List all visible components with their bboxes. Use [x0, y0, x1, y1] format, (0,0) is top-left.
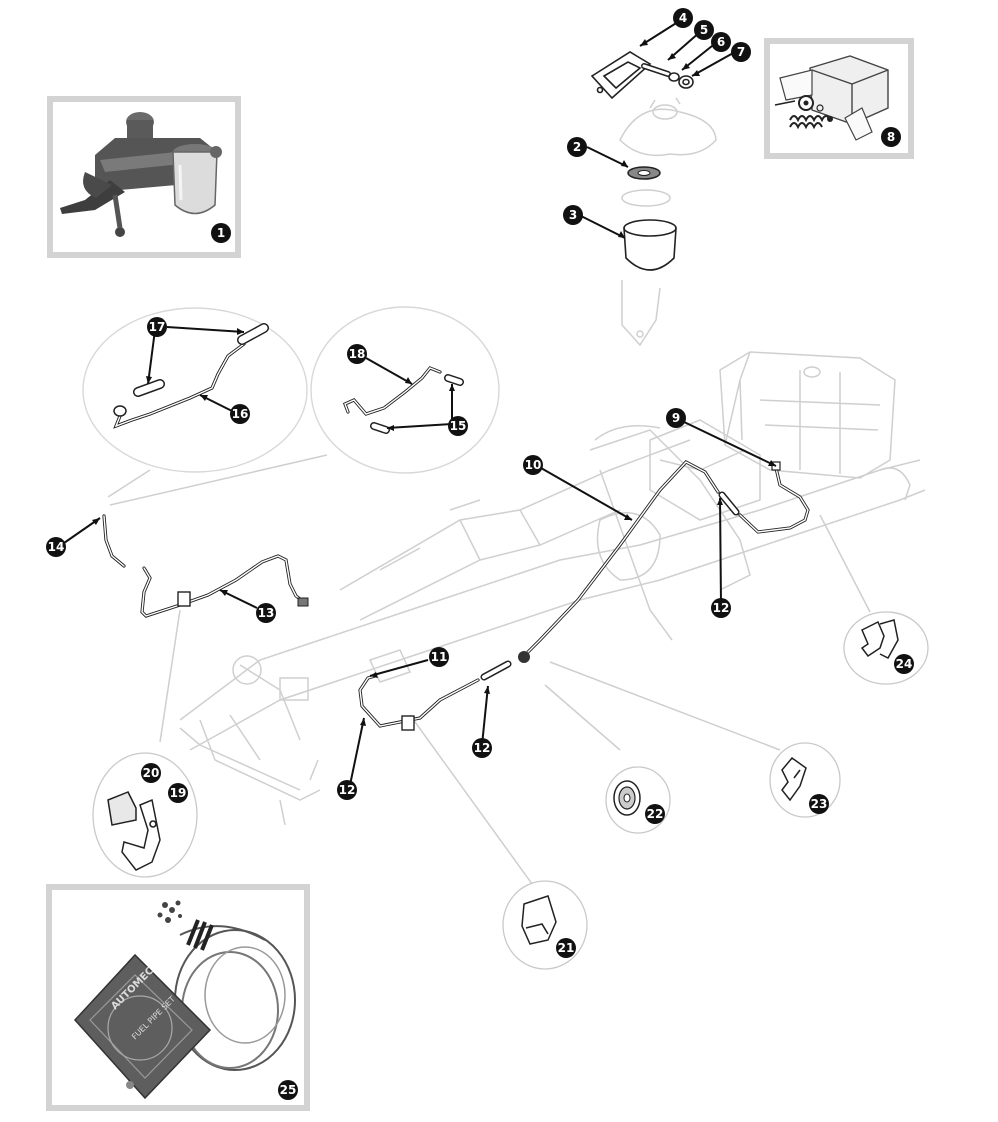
callout-19: 23: [811, 797, 828, 811]
zoom-circle-fuel-pipe-21: [82, 307, 308, 473]
fuel-pipe-23-part: [342, 366, 442, 416]
callout-3: 3: [569, 208, 577, 222]
bowl-retainer-ghost: [621, 280, 661, 347]
callout-1: 1: [217, 226, 225, 240]
callout-20: 24: [896, 657, 913, 671]
callout-6: 6: [717, 35, 725, 49]
callout-23: 18: [349, 347, 366, 361]
callout-13: 13: [258, 606, 275, 620]
detail-circle-grommet-18: 22: [605, 766, 671, 834]
fuel-line-kit-photo: AUTOMEC FUEL PIPE SET: [73, 900, 296, 1100]
pipe-main-run: [518, 460, 720, 663]
detail-circle-clip-17: 21: [502, 880, 588, 970]
leader-lines: [63, 19, 777, 786]
hose-front: [480, 660, 512, 681]
callout-24: 15: [450, 419, 467, 433]
repair-kit-photo-panel: 8: [764, 38, 914, 159]
callout-12-middle: 12: [474, 741, 491, 755]
fuel-pipe-13-part: [140, 554, 309, 618]
callout-8: 8: [887, 130, 895, 144]
bowl-seal-washer-part: [627, 166, 661, 180]
callout-25: 25: [280, 1083, 297, 1097]
zoom-connector-lines: [107, 454, 871, 896]
pipe-sleeve-22-parts: [133, 323, 269, 397]
pump-washer-part: [668, 72, 680, 82]
callout-17: 21: [558, 941, 575, 955]
callout-11: 11: [431, 650, 448, 664]
callout-9: 9: [672, 411, 680, 425]
fuel-line-kit-photo-panel: AUTOMEC FUEL PIPE SET 25: [46, 884, 310, 1111]
callout-18: 22: [647, 807, 664, 821]
detail-circle-clip-15-16: 20 19: [92, 752, 198, 878]
fuel-pump-photo-panel: 1: [47, 96, 241, 258]
detail-circle-clip-19: 23: [769, 742, 841, 818]
bowl-gasket-ghost: [621, 189, 671, 207]
callout-badges: 2 3 4 5 6 7 9 10 11 12 12 12 13 14 16 17: [46, 8, 751, 800]
chassis-frame-ghost: [179, 351, 926, 826]
fuel-pipe-14-part: [102, 514, 126, 568]
callout-2: 2: [573, 140, 581, 154]
callout-12-front: 12: [339, 783, 356, 797]
callout-12-rear: 12: [713, 601, 730, 615]
callout-22: 17: [149, 320, 166, 334]
pipe-front-to-pump: [358, 674, 480, 731]
pump-stud-part: [641, 63, 671, 77]
repair-kit-photo: [774, 55, 889, 141]
callout-15: 19: [170, 786, 187, 800]
callout-7: 7: [737, 45, 745, 59]
callout-21: 16: [232, 407, 249, 421]
callout-14: 14: [48, 540, 65, 554]
detail-circle-clip-20: 24: [843, 611, 929, 685]
fuel-pipe-21-part: [113, 342, 246, 429]
zoom-circle-fuel-pipe-23: [310, 306, 500, 474]
glass-sediment-bowl-part: [623, 219, 677, 271]
callout-5: 5: [700, 23, 708, 37]
callout-4: 4: [679, 11, 687, 25]
callout-10: 10: [525, 458, 542, 472]
pump-gasket-part: [590, 51, 652, 100]
pipe-sleeve-24-parts: [370, 374, 464, 434]
callout-16: 20: [143, 766, 160, 780]
hose-rear: [718, 491, 740, 516]
pump-nut-part: [678, 75, 694, 89]
fuel-pump-photo: [60, 112, 222, 237]
pump-body-ghost: [619, 97, 717, 157]
